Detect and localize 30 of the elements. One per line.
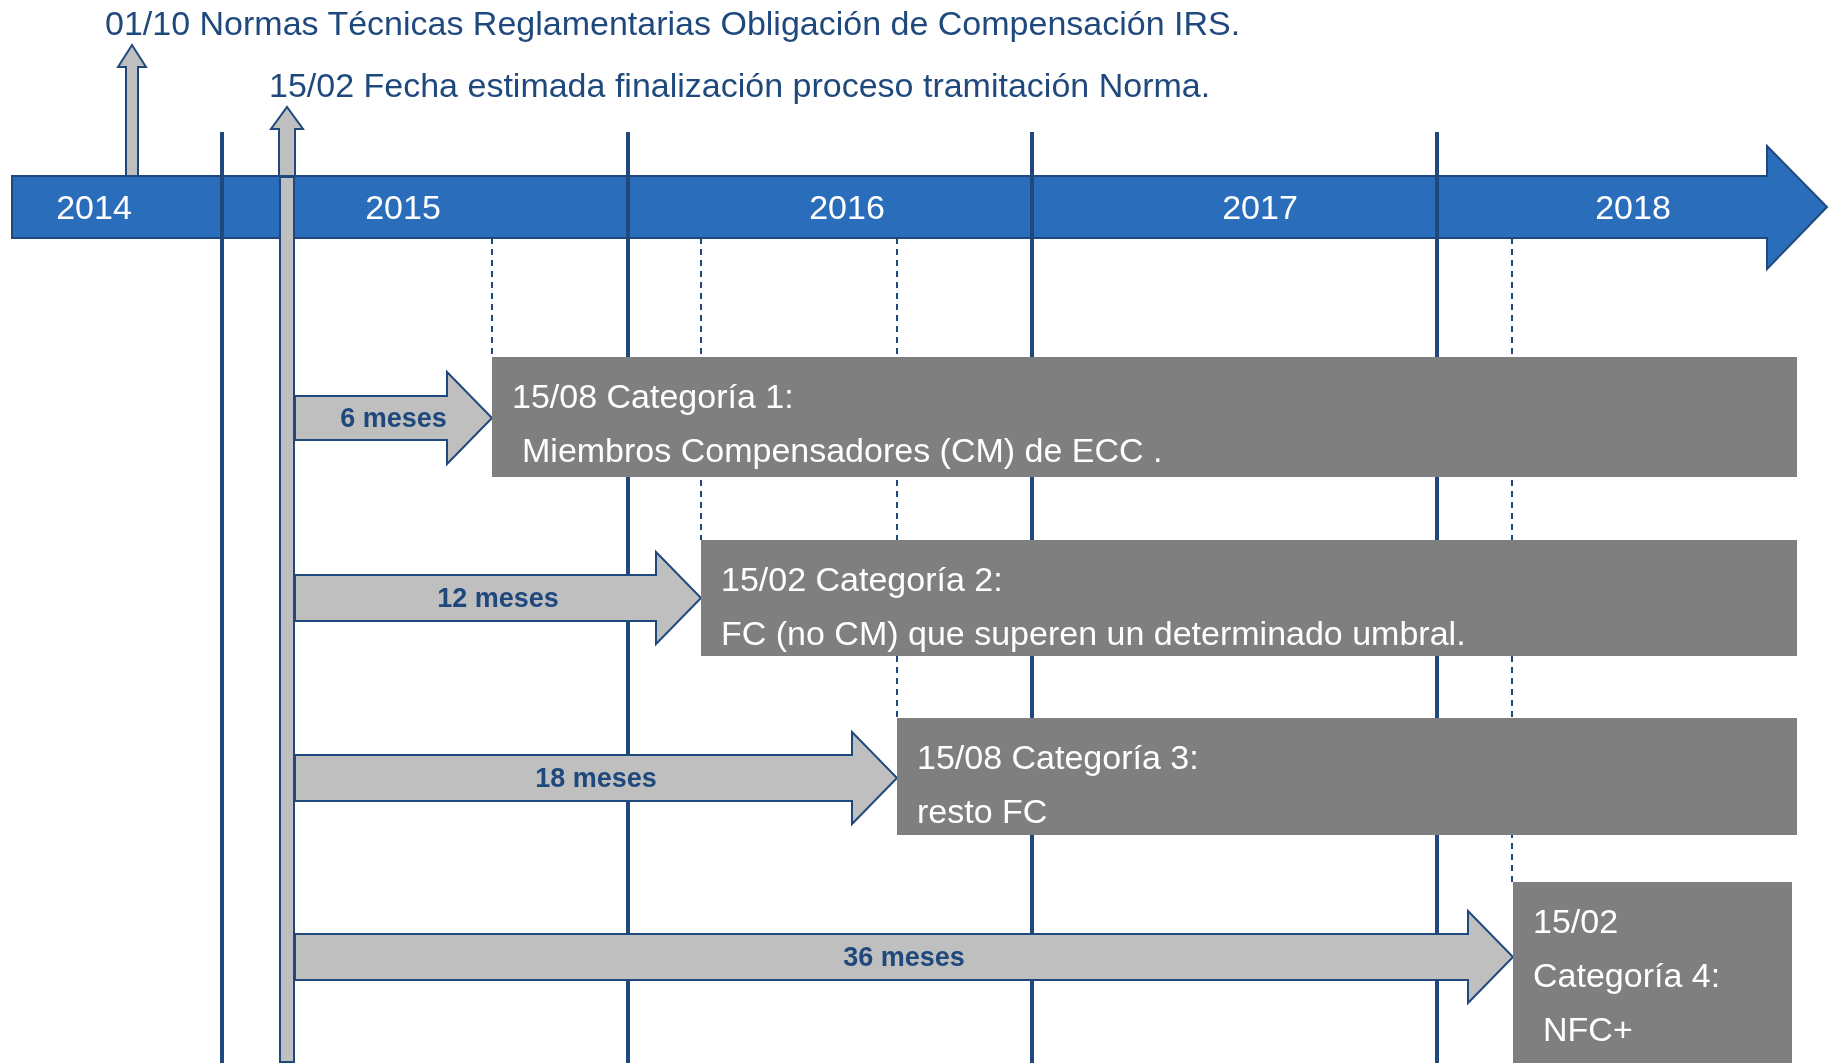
block-arrow [294,369,494,467]
category-description: resto FC [917,791,1049,832]
category-box [897,718,1797,835]
event-text: 15/02 Fecha estimada finalización proceso tramitación Norma. [269,66,1211,105]
block-arrow [294,729,899,827]
category-description: NFC+ [1542,1009,1634,1050]
edge-label: 18 meses [535,762,657,794]
up-arrow [269,105,305,177]
edge-label: 12 meses [437,582,559,614]
edge-label: 36 meses [843,941,965,973]
category-description: FC (no CM) que superen un determinado umbral. [721,613,1467,654]
milestone-bar [279,176,295,1063]
category-title: 15/08 Categoría 1: [512,376,795,417]
year-label: 2014 [56,187,132,227]
year-label: 2018 [1595,187,1671,227]
category-title: 15/02 Categoría 2: [721,559,1004,600]
category-title: 15/02 Categoría 4: [1533,901,1722,996]
year-label: 2017 [1222,187,1298,227]
year-label: 2015 [365,187,441,227]
category-box [492,357,1797,477]
category-title: 15/08 Categoría 3: [917,737,1200,778]
year-label: 2016 [809,187,885,227]
block-arrow [294,908,1515,1006]
up-arrow [116,43,148,177]
category-description: Miembros Compensadores (CM) de ECC . [521,430,1164,471]
event-text: 01/10 Normas Técnicas Reglamentarias Obligación de Compensación IRS. [105,4,1241,43]
edge-label: 6 meses [340,402,447,434]
category-box [1513,882,1792,1063]
category-box [701,540,1797,656]
block-arrow [294,549,703,647]
